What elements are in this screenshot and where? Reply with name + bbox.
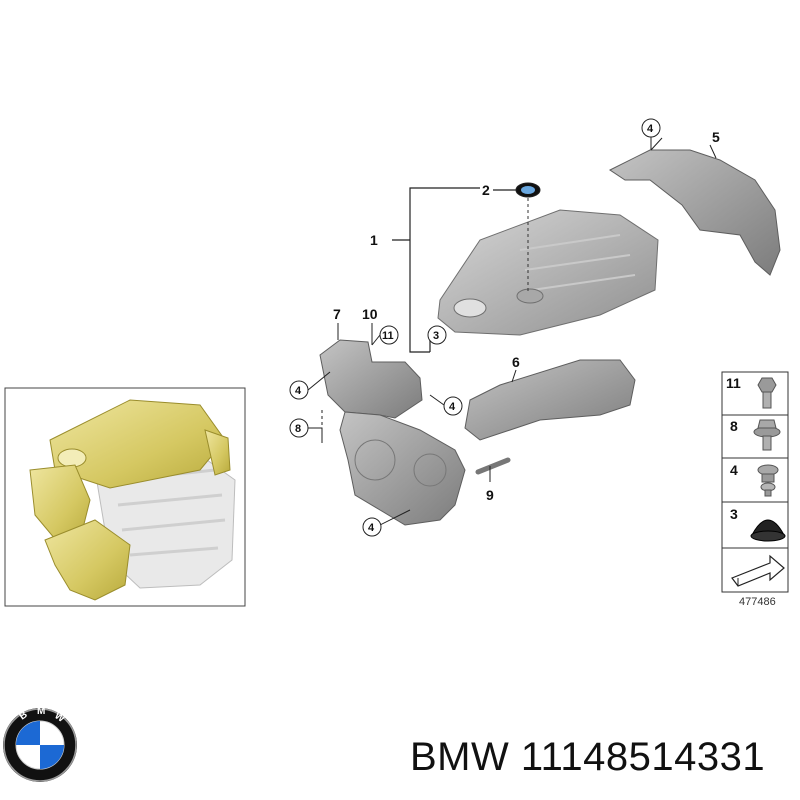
pin-part-9 xyxy=(475,457,511,482)
callout-3: 3 xyxy=(427,325,447,345)
arrow-sign-icon xyxy=(731,554,785,587)
callout-8: 8 xyxy=(289,418,309,438)
callout-4-top: 4 xyxy=(641,118,661,138)
engine-cover-part-1 xyxy=(437,209,659,336)
callout-6: 6 xyxy=(512,354,520,370)
bolt-icon xyxy=(757,377,777,409)
callout-7: 7 xyxy=(333,306,341,322)
bmw-logo-icon: B M W xyxy=(3,706,77,782)
callout-4-bottom: 4 xyxy=(362,517,382,537)
callout-10: 10 xyxy=(362,306,378,322)
diagram-id: 477486 xyxy=(739,596,776,608)
callout-4-left: 4 xyxy=(289,380,309,400)
svg-text:4: 4 xyxy=(449,401,456,413)
legend-number-3: 3 xyxy=(730,506,738,522)
svg-text:4: 4 xyxy=(295,385,302,397)
callout-4-right: 4 xyxy=(443,396,463,416)
svg-text:3: 3 xyxy=(433,330,439,342)
legend-number-4: 4 xyxy=(730,462,738,478)
svg-text:8: 8 xyxy=(295,423,301,435)
callout-5: 5 xyxy=(712,129,720,145)
callout-2: 2 xyxy=(482,182,490,198)
leader-lines xyxy=(307,137,663,526)
svg-text:M: M xyxy=(37,706,45,717)
fastener-legend: 11 8 4 3 xyxy=(721,371,789,593)
shield-part-5 xyxy=(609,136,781,276)
grommet-icon xyxy=(750,519,786,542)
svg-text:11: 11 xyxy=(382,330,394,342)
legend-number-8: 8 xyxy=(730,418,738,434)
part-number-title: BMW 11148514331 xyxy=(410,735,766,779)
callout-labels: 1 2 3 4 5 6 7 10 11 4 4 8 9 xyxy=(289,118,720,537)
callout-11: 11 xyxy=(379,325,399,345)
svg-text:4: 4 xyxy=(368,522,375,534)
legend-number-11: 11 xyxy=(726,375,741,391)
bolt-flange-icon xyxy=(753,419,781,451)
side-cover-part-6 xyxy=(464,359,636,441)
acoustic-shield-part-7 xyxy=(319,323,466,526)
svg-text:4: 4 xyxy=(647,123,654,135)
bmw-badge-part-2 xyxy=(493,182,541,292)
clip-icon xyxy=(757,464,779,497)
engine-overview-inset xyxy=(4,387,246,607)
callout-1: 1 xyxy=(370,232,378,248)
callout-9: 9 xyxy=(486,487,494,503)
